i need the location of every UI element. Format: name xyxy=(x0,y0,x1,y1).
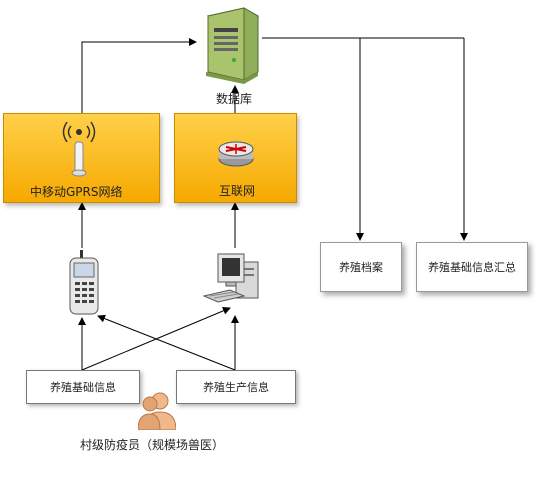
gprs-network-box: 中移动GPRS网络 xyxy=(3,113,160,203)
database-label: 数据库 xyxy=(216,92,253,106)
antenna-icon xyxy=(62,116,96,178)
production-info-label: 养殖生产信息 xyxy=(203,381,269,394)
desktop-computer-icon xyxy=(200,250,266,312)
arrow-production-to-phone xyxy=(97,314,236,371)
basic-info-label: 养殖基础信息 xyxy=(50,381,116,394)
server-icon xyxy=(200,4,262,84)
summary-box: 养殖基础信息汇总 xyxy=(416,242,528,292)
archive-box: 养殖档案 xyxy=(320,242,402,292)
user-icon xyxy=(137,390,177,431)
router-icon xyxy=(217,138,255,168)
internet-box: 互联网 xyxy=(174,113,297,203)
basic-info-box: 养殖基础信息 xyxy=(26,370,140,404)
summary-label: 养殖基础信息汇总 xyxy=(428,261,516,274)
mobile-phone-icon xyxy=(66,250,102,316)
arrow-gprs-to-database xyxy=(81,38,197,113)
archive-label: 养殖档案 xyxy=(339,261,383,274)
user-label: 村级防疫员（规模场兽医） xyxy=(80,438,225,452)
gprs-network-label: 中移动GPRS网络 xyxy=(30,185,123,199)
internet-label: 互联网 xyxy=(219,184,256,198)
production-info-box: 养殖生产信息 xyxy=(176,370,296,404)
